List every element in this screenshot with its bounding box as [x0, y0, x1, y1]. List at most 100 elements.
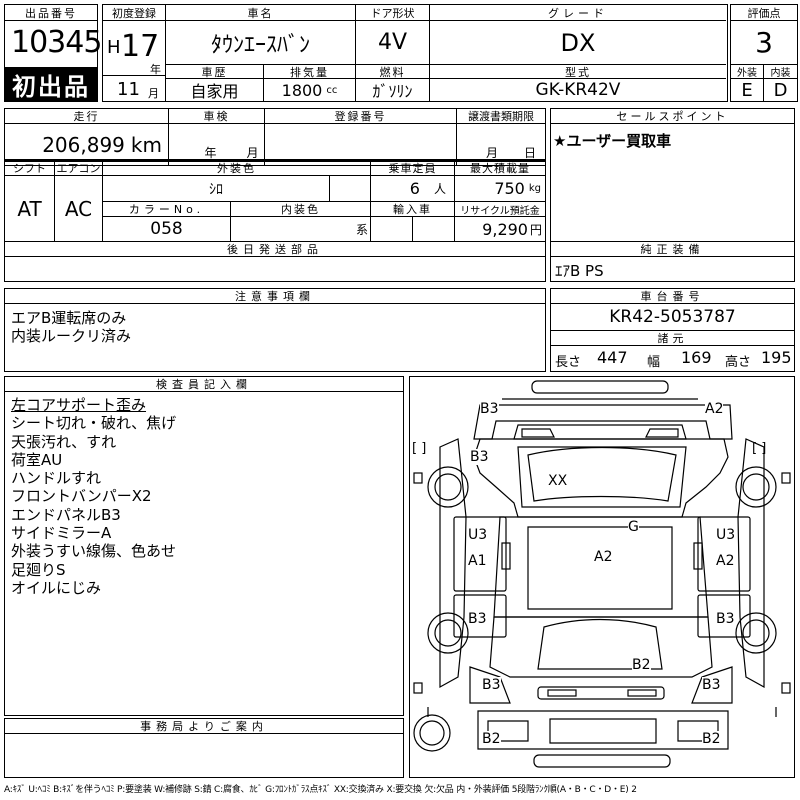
chassis: KR42-5053787 [551, 304, 794, 331]
transfer-cell: 月 日 [457, 124, 545, 166]
later-parts-box: 後日発送部品 [4, 242, 546, 282]
dims-label: 諸元 [551, 331, 794, 346]
plate-label: 登録番号 [265, 109, 457, 124]
lot-number: 10345 [11, 25, 102, 60]
import-cell-b [413, 217, 455, 241]
inspector-line: 足廻りS [11, 560, 66, 579]
capacity: 6 [409, 179, 420, 198]
inspector-line: ハンドルすれ [11, 469, 102, 488]
mark-hood-left: B3 [470, 449, 489, 465]
genuine-box: 純正装備 ｴｱB PS [550, 242, 795, 282]
lot-number-block: 出品番号 10345 初出品 [4, 4, 102, 102]
vehicle-info-grid: 車名 ﾀｳﾝｴｰｽﾊﾞﾝ ドア形状 4V グレード DX 車歴 自家用 排気量 … [166, 4, 728, 102]
genuine-label: 純正装備 [551, 242, 794, 257]
sales-point-box: セールスポイント ★ユーザー買取車 [550, 108, 795, 242]
int-color-cell: 系 [231, 217, 371, 241]
month: 11 [117, 79, 140, 100]
inspector-box: 検査員記入欄 左コアサポート歪み シート切れ・破れ、焦げ 天張汚れ、すれ 荷室A… [4, 376, 404, 716]
note-line: エアB運転席のみ [11, 309, 127, 327]
bracket-left: [ ] [412, 441, 427, 456]
height: 195 [761, 348, 792, 367]
capacity-label: 乗車定員 [371, 161, 455, 176]
inspector-line: オイルにじみ [11, 578, 102, 597]
header-table: 出品番号 10345 初出品 初度登録 H 17 年 11 月 車名 ﾀｳﾝｴｰ… [4, 4, 798, 102]
fuel-label: 燃料 [356, 65, 430, 79]
load-label: 最大積載量 [455, 161, 545, 176]
later-parts-label: 後日発送部品 [5, 242, 545, 257]
inspector-line: 外装うすい線傷、色あせ [11, 542, 177, 561]
mileage-unit: km [130, 132, 162, 157]
score-block: 評価点 3 外装 内装 E D [730, 4, 798, 102]
load-cell: 750 kg [455, 176, 545, 202]
mark-rear-right: B3 [702, 677, 721, 693]
exterior-score: E [731, 79, 764, 101]
chassis-box: 車台番号 KR42-5053787 諸元 長さ 447 幅 169 高さ 195 [550, 288, 795, 372]
notes-label: 注意事項欄 [5, 289, 545, 304]
grade-label: グレード [430, 5, 726, 21]
first-reg-label: 初度登録 [103, 5, 165, 21]
load-unit: kg [528, 183, 541, 194]
load: 750 [494, 179, 525, 198]
inspector-line: 天張汚れ、すれ [11, 432, 117, 451]
mark-right-door-a: A2 [716, 553, 735, 569]
mark-left-rear-door: B3 [468, 611, 487, 627]
import-label: 輸入車 [371, 202, 455, 217]
car-diagram: B3 A2 [ ] [ ] B3 XX G A2 U3 A1 U3 A2 B3 … [409, 376, 795, 778]
history-label: 車歴 [166, 65, 264, 79]
era: H [107, 37, 121, 58]
ac-label: エアコン [55, 161, 103, 176]
reg-divider [103, 75, 165, 76]
recycle-cell: 9,290 円 [455, 217, 545, 241]
capacity-unit: 人 [433, 182, 446, 196]
mark-left-door-a: A1 [468, 553, 487, 569]
inspector-label: 検査員記入欄 [5, 377, 403, 392]
mark-rear-left: B3 [482, 677, 501, 693]
displacement-label: 排気量 [264, 65, 356, 79]
mark-front-left-top: B3 [480, 401, 499, 417]
mileage-label: 走行 [5, 109, 169, 124]
inspector-list: 左コアサポート歪み シート切れ・破れ、焦げ 天張汚れ、すれ 荷室AU ハンドルす… [11, 396, 176, 597]
exterior-label: 外装 [731, 65, 764, 79]
mark-roof: XX [548, 473, 568, 489]
bracket-right: [ ] [752, 441, 767, 456]
recycle-label: リサイクル預託金 [455, 202, 545, 217]
year-unit: 年 [150, 63, 161, 76]
model: GK-KR42V [535, 80, 621, 100]
door-label: ドア形状 [356, 5, 430, 21]
interior-score: D [773, 79, 788, 101]
fuel: ｶﾞｿﾘﾝ [356, 79, 430, 101]
capacity-cell: 6 人 [371, 176, 455, 202]
lot-number-label: 出品番号 [5, 5, 97, 21]
mark-bottom-right: B2 [702, 731, 721, 747]
mark-bottom-left: B2 [482, 731, 501, 747]
color-label: 外装色 [103, 161, 371, 176]
car-name: ﾀｳﾝｴｰｽﾊﾞﾝ [166, 21, 356, 65]
mark-left-door-u: U3 [468, 527, 488, 543]
inspector-line: 荷室AU [11, 450, 63, 469]
plate-cell [265, 124, 457, 166]
inspector-line: シート切れ・破れ、焦げ [11, 414, 177, 433]
door: 4V [356, 21, 430, 65]
color-extra [329, 176, 371, 202]
interior-label: 内装 [764, 65, 797, 79]
inspection-year-unit: 年 [204, 146, 217, 160]
car-name-label: 車名 [166, 5, 356, 21]
height-label: 高さ [725, 355, 752, 370]
first-listing-badge: 初出品 [5, 67, 97, 101]
notes-box: 注意事項欄 エアB運転席のみ 内装ルークリ済み [4, 288, 546, 372]
month-unit: 月 [148, 87, 159, 100]
thick-divider [5, 159, 545, 162]
mark-windshield: G [628, 519, 639, 535]
length: 447 [597, 348, 628, 367]
inspector-line: 左コアサポート歪み [11, 396, 147, 414]
history: 自家用 [166, 79, 264, 101]
transfer-day-unit: 日 [524, 146, 537, 160]
length-label: 長さ [555, 355, 582, 370]
first-reg-block: 初度登録 H 17 年 11 月 [102, 4, 166, 102]
inspection-cell: 年 月 [169, 124, 265, 166]
shift: AT [5, 176, 55, 241]
width: 169 [681, 348, 712, 367]
inspector-line: サイドミラーA [11, 524, 112, 543]
footer-legend: A:ｷｽﾞ U:ﾍｺﾐ B:ｷｽﾞを伴うﾍｺﾐ P:要塗装 W:補修跡 S:錆 … [4, 785, 637, 795]
details-table: 走行 206,899 km 車検 年 月 登録番号 譲渡書類期限 月 日 シフト… [4, 108, 546, 242]
